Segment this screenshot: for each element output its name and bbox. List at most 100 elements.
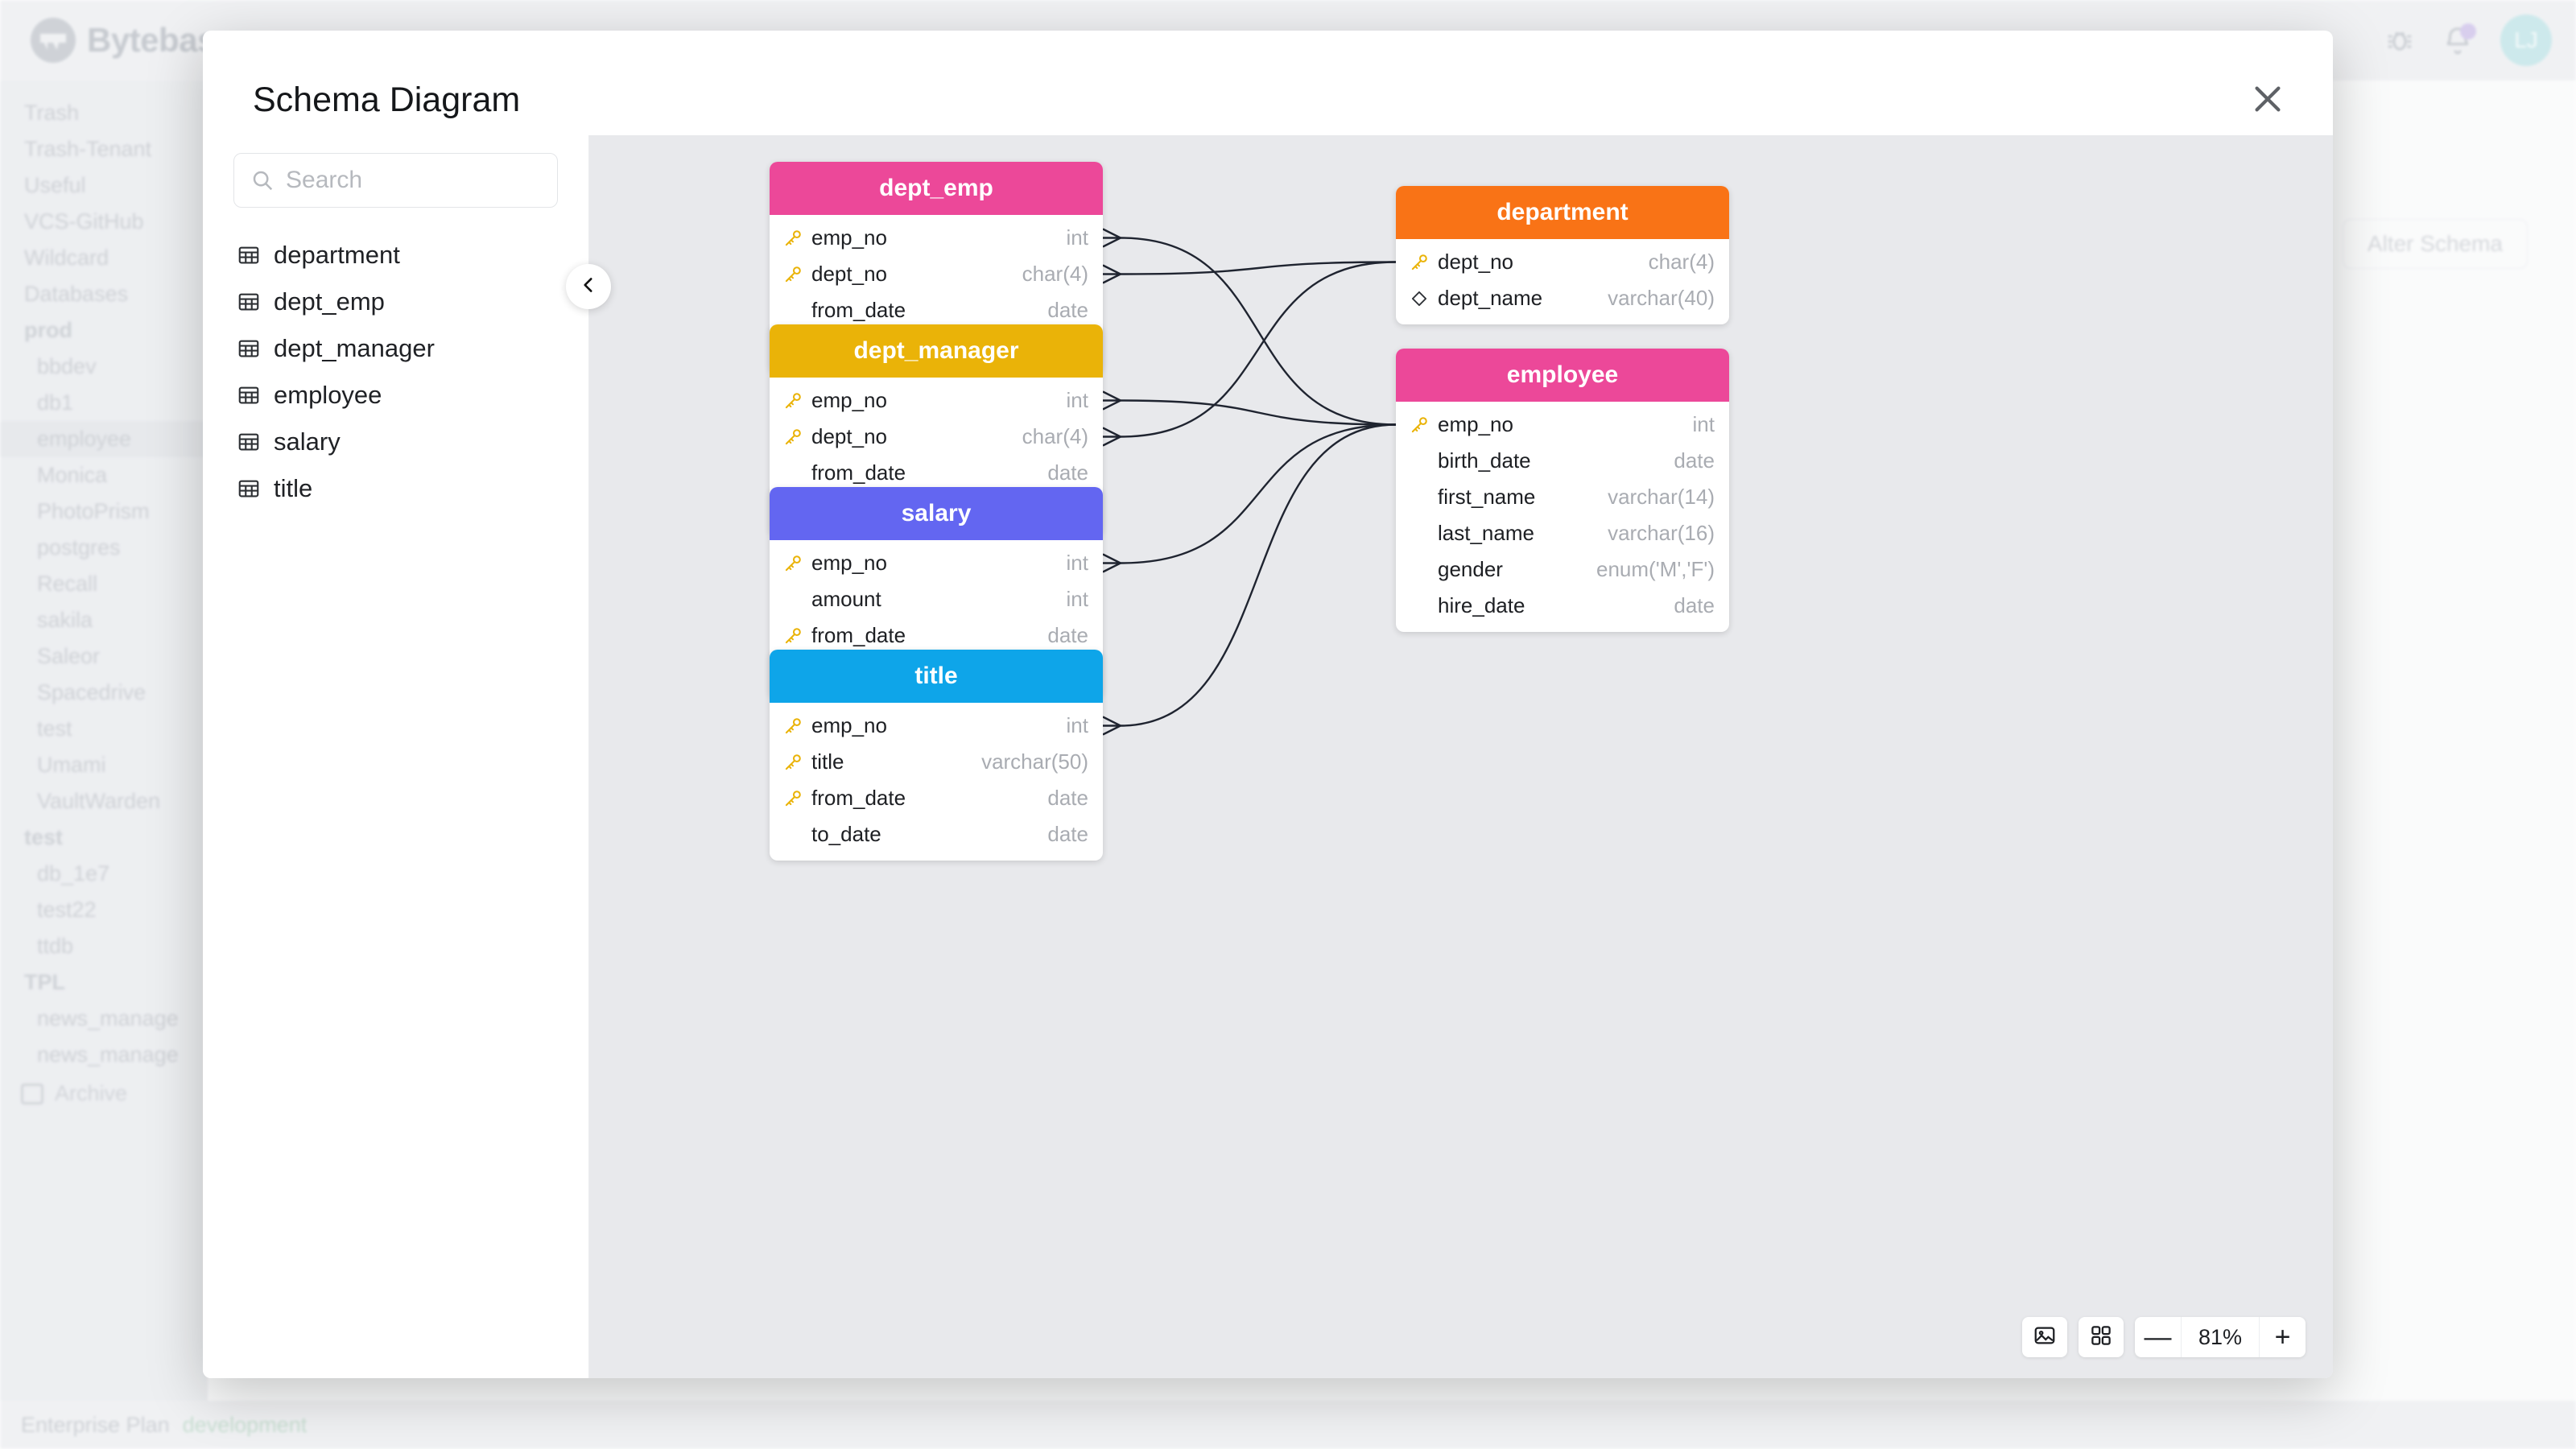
table-node-employee[interactable]: employee emp_no int birth_date date first_nam… bbox=[1396, 349, 1729, 632]
auto-layout-button[interactable] bbox=[2079, 1317, 2124, 1357]
column-name: from_date bbox=[811, 786, 906, 810]
table-node-header: department bbox=[1396, 186, 1729, 239]
archive-label: Archive bbox=[55, 1081, 128, 1105]
avatar: LJ bbox=[2500, 14, 2552, 66]
sidebar-item-saleor: Saleor bbox=[37, 644, 101, 668]
table-icon bbox=[237, 430, 261, 454]
key-icon bbox=[1409, 252, 1430, 273]
sidebar-item-prod: prod bbox=[24, 318, 72, 342]
column-name: emp_no bbox=[811, 388, 887, 412]
sidebar-item-umami: Umami bbox=[37, 753, 106, 777]
column-type: int bbox=[1066, 551, 1088, 575]
grid-icon bbox=[2089, 1323, 2113, 1352]
table-node-columns: emp_nointdept_nochar(4)from_datedateto_d… bbox=[770, 378, 1103, 535]
column-row: to_date date bbox=[770, 816, 1103, 852]
search-icon bbox=[250, 168, 275, 192]
zoom-out-button[interactable]: — bbox=[2135, 1317, 2182, 1357]
diamond-icon bbox=[1409, 288, 1430, 309]
table-list-item-employee[interactable]: employee bbox=[233, 372, 558, 419]
table-node-header: salary bbox=[770, 487, 1103, 540]
key-icon bbox=[782, 625, 803, 646]
column-row: birth_date date bbox=[1396, 443, 1729, 479]
no-key-icon bbox=[1409, 451, 1430, 472]
crows-foot-marker bbox=[1102, 228, 1123, 248]
alter-schema-button: Alter Schema bbox=[2342, 219, 2528, 269]
sidebar-item-ttdb: ttdb bbox=[37, 934, 74, 958]
sidebar-item-archive: Archive bbox=[0, 1073, 208, 1114]
zoom-level-label[interactable]: 81% bbox=[2198, 1324, 2243, 1349]
column-name: emp_no bbox=[811, 713, 887, 737]
no-key-icon bbox=[782, 300, 803, 321]
column-type: date bbox=[1674, 448, 1715, 473]
table-list-item-label: dept_emp bbox=[274, 287, 385, 316]
column-type: char(4) bbox=[1648, 250, 1715, 274]
column-name: hire_date bbox=[1438, 593, 1525, 617]
column-type: date bbox=[1047, 460, 1088, 485]
sidebar-item-db-1e7: db_1e7 bbox=[37, 861, 110, 886]
close-icon[interactable] bbox=[2249, 80, 2286, 118]
table-list-item-label: department bbox=[274, 241, 400, 269]
table-list-item-department[interactable]: department bbox=[233, 232, 558, 279]
table-icon bbox=[237, 290, 261, 314]
column-type: int bbox=[1066, 587, 1088, 611]
export-image-button[interactable] bbox=[2022, 1317, 2067, 1357]
table-list-item-dept_manager[interactable]: dept_manager bbox=[233, 325, 558, 372]
crows-foot-marker bbox=[1102, 390, 1123, 411]
sidebar-item-test: test bbox=[24, 825, 64, 849]
relationship-edges bbox=[1102, 228, 1397, 736]
column-type: date bbox=[1047, 623, 1088, 647]
table-node-title: department bbox=[1496, 199, 1629, 225]
column-name: amount bbox=[811, 587, 881, 611]
search-box[interactable] bbox=[233, 153, 558, 208]
plan-label: Enterprise Plan bbox=[21, 1412, 170, 1437]
column-type: char(4) bbox=[1022, 424, 1088, 448]
column-type: char(4) bbox=[1022, 262, 1088, 286]
key-icon bbox=[782, 228, 803, 249]
table-list-item-salary[interactable]: salary bbox=[233, 419, 558, 465]
no-key-icon bbox=[782, 824, 803, 845]
bug-icon bbox=[2384, 25, 2415, 56]
column-name: to_date bbox=[811, 822, 881, 846]
sidebar-item-wildcard: Wildcard bbox=[24, 246, 109, 270]
column-name: dept_name bbox=[1438, 286, 1543, 310]
zoom-in-button[interactable]: + bbox=[2259, 1317, 2306, 1357]
table-list-item-label: salary bbox=[274, 427, 341, 456]
table-list-item-title[interactable]: title bbox=[233, 465, 558, 512]
key-icon bbox=[782, 390, 803, 411]
column-row: amount int bbox=[770, 581, 1103, 617]
notification-dot bbox=[2460, 23, 2476, 39]
collapse-panel-button[interactable] bbox=[566, 264, 611, 309]
table-node-header: dept_manager bbox=[770, 324, 1103, 378]
background-footer: Enterprise Plan development bbox=[0, 1401, 2576, 1449]
relationship-edge bbox=[1120, 261, 1397, 275]
column-name: emp_no bbox=[1438, 412, 1513, 436]
zoom-controls: — 81% + bbox=[2135, 1317, 2306, 1357]
column-name: birth_date bbox=[1438, 448, 1531, 473]
bell-icon bbox=[2442, 23, 2476, 56]
column-type: date bbox=[1047, 298, 1088, 322]
search-input[interactable] bbox=[286, 167, 541, 194]
chevron-left-icon bbox=[578, 275, 599, 299]
sidebar-item-news-manage: news_manage bbox=[37, 1006, 179, 1030]
column-type: int bbox=[1692, 412, 1715, 436]
table-node-header: employee bbox=[1396, 349, 1729, 402]
table-node-title: dept_manager bbox=[853, 337, 1019, 364]
modal-body: departmentdept_empdept_manageremployeesa… bbox=[203, 135, 2333, 1378]
sidebar-item-bbdev: bbdev bbox=[37, 354, 97, 378]
sidebar-item-news-manage: news_manage bbox=[37, 1042, 179, 1067]
column-type: date bbox=[1047, 822, 1088, 846]
table-list-item-dept_emp[interactable]: dept_emp bbox=[233, 279, 558, 325]
column-name: title bbox=[811, 749, 844, 774]
column-name: gender bbox=[1438, 557, 1503, 581]
